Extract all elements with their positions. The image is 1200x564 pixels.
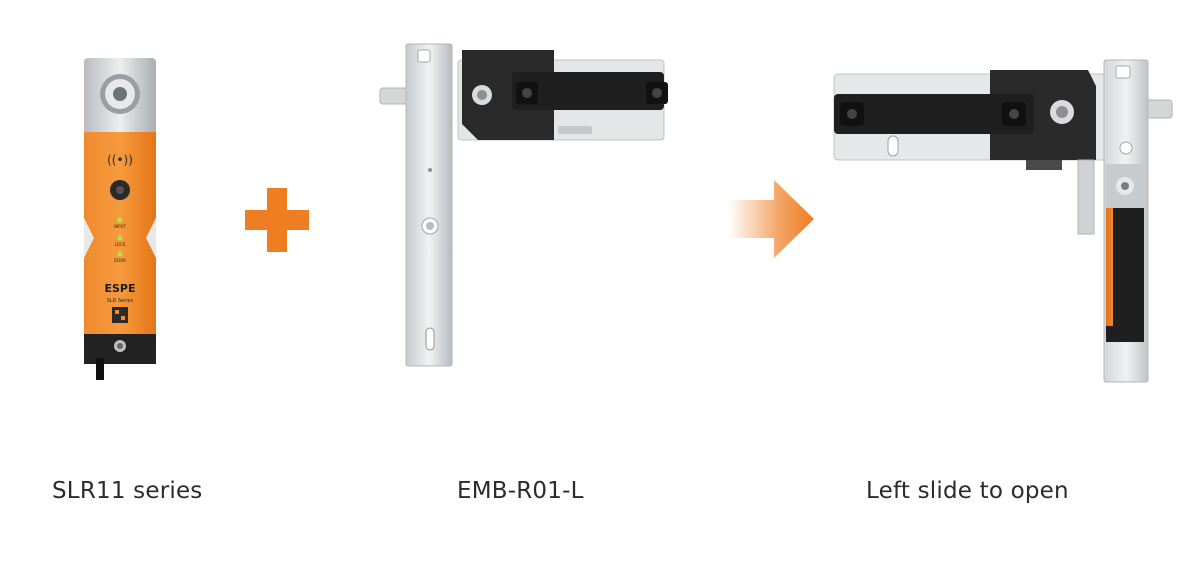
left-slide-to-open-caption: Left slide to open <box>866 478 1069 504</box>
brand-logo-text: ESPE <box>104 282 135 295</box>
assembled-lock-image <box>833 59 1173 383</box>
arrow-right-icon <box>728 180 814 258</box>
slr11-series-caption: SLR11 series <box>52 478 203 504</box>
svg-text:((•)): ((•)) <box>107 153 133 167</box>
indicator-input-label: INPUT <box>114 224 127 229</box>
slr11-device-image: ((•)) INPUT LOCK DOOR ESPE SLR Series <box>84 58 156 380</box>
qr-code-icon <box>112 307 128 323</box>
emb-r01-l-bracket-image <box>379 43 668 367</box>
indicator-lock-label: LOCK <box>115 242 126 247</box>
indicator-door-label: DOOR <box>114 258 126 263</box>
plus-icon <box>245 188 309 252</box>
device-series-text: SLR Series <box>107 298 134 304</box>
emb-r01-l-caption: EMB-R01-L <box>457 478 584 504</box>
